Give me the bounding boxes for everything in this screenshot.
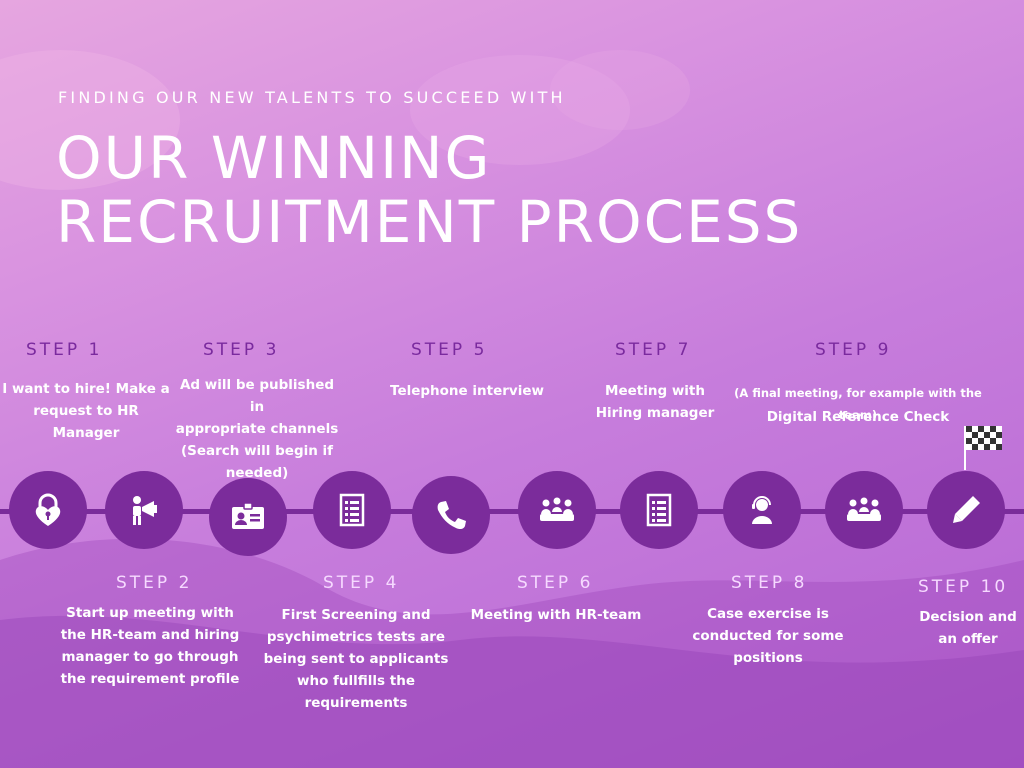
step-3-line-2: appropriate channels bbox=[175, 421, 339, 437]
megaphone-person-icon bbox=[133, 496, 157, 525]
step-3-label: STEP 3 bbox=[203, 340, 280, 360]
step-2-label: STEP 2 bbox=[116, 573, 193, 593]
step-1-line-3: Manager bbox=[52, 425, 120, 441]
step-7-label: STEP 7 bbox=[615, 340, 692, 360]
checklist-icon bbox=[339, 493, 365, 527]
step-3-description: Ad will be published in appropriate chan… bbox=[172, 374, 342, 484]
step-3-node bbox=[209, 478, 287, 556]
pencil-icon bbox=[953, 496, 980, 523]
meeting-group-icon bbox=[847, 497, 881, 521]
step-2-line-1: Start up meeting with bbox=[66, 605, 234, 621]
step-8-line-2: conducted for some bbox=[692, 628, 844, 644]
headset-person-icon bbox=[752, 496, 772, 524]
step-2-line-4: the requirement profile bbox=[60, 671, 240, 687]
checkered-flag-icon bbox=[964, 426, 1002, 470]
step-5-description: Telephone interview bbox=[370, 380, 564, 402]
step-2-line-3: manager to go through bbox=[61, 649, 239, 665]
step-7-line-1: Meeting with bbox=[605, 383, 705, 399]
phone-icon bbox=[437, 501, 466, 530]
step-10-description: Decision and an offer bbox=[914, 606, 1022, 650]
step-4-line-1: First Screening and bbox=[281, 607, 431, 623]
step-8-description: Case exercise is conducted for some posi… bbox=[680, 603, 856, 669]
page-title: OUR WINNING RECRUITMENT PROCESS bbox=[56, 126, 802, 254]
checklist-icon bbox=[646, 493, 672, 527]
title-line-1: OUR WINNING bbox=[56, 124, 492, 192]
step-6-line-1: Meeting with HR-team bbox=[470, 607, 642, 623]
step-5-line-1: Telephone interview bbox=[390, 383, 544, 399]
step-4-label: STEP 4 bbox=[323, 573, 400, 593]
step-4-line-3: being sent to applicants bbox=[263, 651, 449, 667]
step-6-label: STEP 6 bbox=[517, 573, 594, 593]
step-4-line-2: psychimetrics tests are bbox=[266, 629, 446, 645]
step-2-line-2: the HR-team and hiring bbox=[60, 627, 240, 643]
step-10-line-2: an offer bbox=[938, 631, 998, 647]
meeting-group-icon bbox=[540, 497, 574, 521]
step-4-node bbox=[313, 471, 391, 549]
padlock-heart-icon bbox=[35, 493, 61, 526]
step-9-note: (A final meeting, for example with the t… bbox=[734, 386, 982, 422]
step-7-line-2: Hiring manager bbox=[595, 405, 715, 421]
step-1-label: STEP 1 bbox=[26, 340, 103, 360]
step-5-node bbox=[412, 476, 490, 554]
timeline-line bbox=[0, 509, 1024, 514]
step-9-line-1: Digital Reference Check bbox=[766, 409, 950, 425]
step-5-label: STEP 5 bbox=[411, 340, 488, 360]
step-1-line-1: I want to hire! Make a bbox=[2, 381, 170, 397]
step-4-description: First Screening and psychimetrics tests … bbox=[256, 604, 456, 714]
step-2-description: Start up meeting with the HR-team and hi… bbox=[52, 602, 248, 690]
step-7-node bbox=[620, 471, 698, 549]
step-8-node bbox=[723, 471, 801, 549]
step-10-label: STEP 10 bbox=[918, 577, 1009, 597]
step-10-line-1: Decision and bbox=[919, 609, 1017, 625]
step-7-description: Meeting with Hiring manager bbox=[582, 380, 728, 424]
step-3-line-3: (Search will begin if bbox=[180, 443, 334, 459]
step-1-node bbox=[9, 471, 87, 549]
step-9-description: Digital Reference Check bbox=[740, 406, 976, 428]
step-4-line-5: requirements bbox=[304, 695, 408, 711]
step-3-line-1: Ad will be published in bbox=[179, 377, 335, 415]
step-1-description: I want to hire! Make a request to HR Man… bbox=[2, 378, 170, 444]
header-subtitle: FINDING OUR NEW TALENTS TO SUCCEED WITH bbox=[58, 88, 566, 107]
title-line-2: RECRUITMENT PROCESS bbox=[56, 188, 803, 256]
step-9-node bbox=[825, 471, 903, 549]
step-9-label: STEP 9 bbox=[815, 340, 892, 360]
step-6-node bbox=[518, 471, 596, 549]
step-3-line-4: needed) bbox=[225, 465, 289, 481]
step-4-line-4: who fullfills the bbox=[296, 673, 415, 689]
step-10-node bbox=[927, 471, 1005, 549]
step-1-line-2: request to HR bbox=[33, 403, 139, 419]
step-6-description: Meeting with HR-team bbox=[456, 604, 656, 626]
id-card-icon bbox=[232, 502, 264, 529]
step-8-line-3: positions bbox=[733, 650, 803, 666]
step-8-label: STEP 8 bbox=[731, 573, 808, 593]
step-8-line-1: Case exercise is bbox=[707, 606, 829, 622]
step-2-node bbox=[105, 471, 183, 549]
